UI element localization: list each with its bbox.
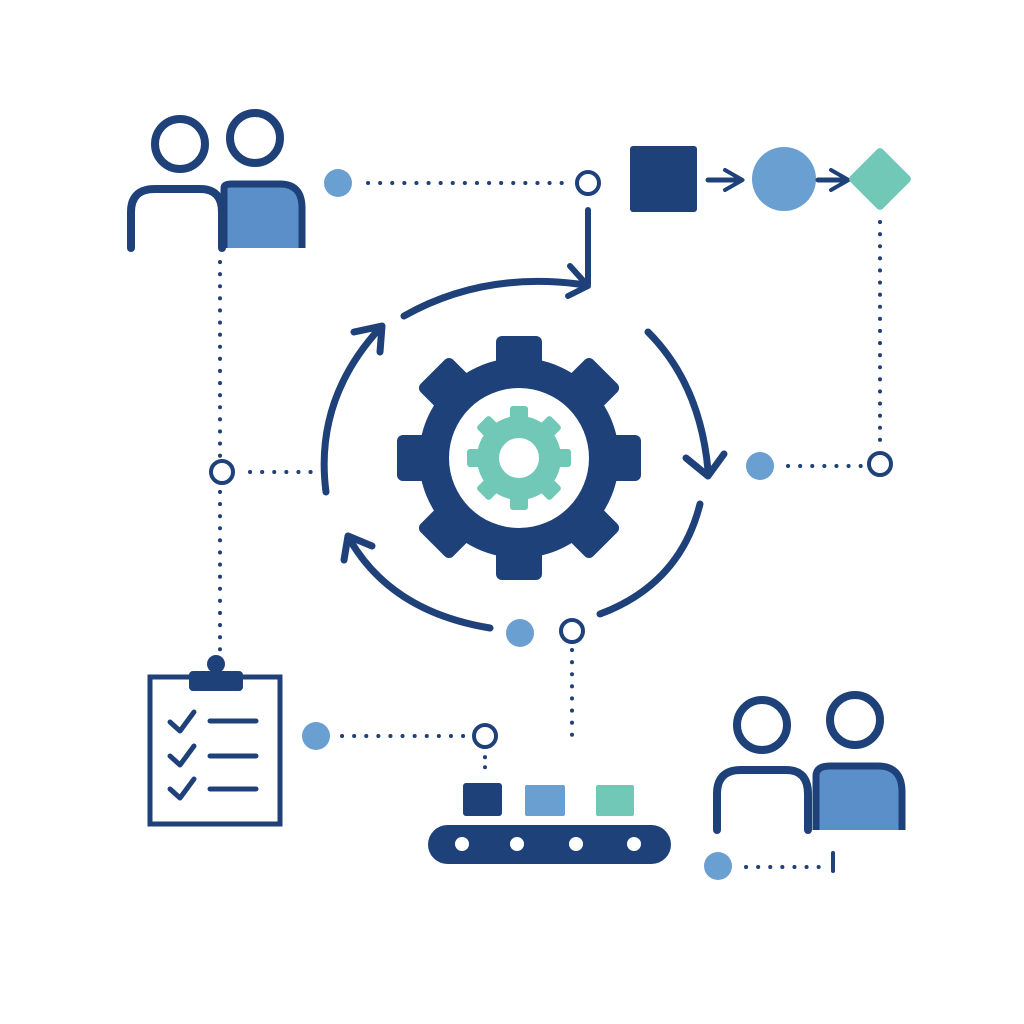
- flow-diamond-icon: [849, 148, 911, 210]
- node-dots: [209, 169, 893, 880]
- cycle-arrowhead-left-icon: [350, 322, 386, 356]
- clipboard-checklist-icon: [147, 655, 283, 827]
- node-dot-filled: [704, 852, 732, 880]
- cycle-arc-bottom-right: [596, 500, 704, 618]
- node-dot-filled: [746, 452, 774, 480]
- team-bottom-right-people-icon: [713, 691, 906, 834]
- conveyor-box-navy: [463, 783, 502, 816]
- flow-circle-icon: [752, 147, 816, 211]
- conveyor-belt: [428, 825, 671, 864]
- node-dot-filled: [302, 722, 330, 750]
- cycle-arc-bottom-left: [346, 536, 494, 632]
- node-dot-open: [867, 451, 893, 477]
- cycle-arrows: [320, 277, 728, 632]
- cycle-arc-top: [400, 277, 582, 320]
- flow-sequence: [630, 146, 911, 212]
- node-dot-open: [575, 170, 601, 196]
- cycle-arrowhead-bottom-left-icon: [340, 532, 376, 564]
- node-dot-open: [472, 723, 498, 749]
- cycle-arc-left: [320, 324, 384, 496]
- check-icon: [167, 709, 197, 734]
- conveyor-belt-icon: [428, 745, 671, 864]
- node-dot-filled: [324, 169, 352, 197]
- cycle-arc-right: [644, 328, 712, 474]
- node-dot-filled: [506, 619, 534, 647]
- conveyor-box-blue: [525, 785, 565, 816]
- check-icon: [167, 776, 197, 801]
- cycle-arrowhead-right-icon: [682, 450, 728, 480]
- conveyor-box-teal: [596, 785, 634, 816]
- node-dot-open: [209, 459, 235, 485]
- entry-arrowhead-icon: [565, 263, 591, 299]
- flow-square-icon: [630, 146, 697, 212]
- inner-gear-icon: [467, 406, 571, 510]
- check-icon: [167, 743, 197, 768]
- team-top-left-people-icon: [127, 109, 306, 252]
- node-dot-open: [559, 618, 585, 644]
- connectors: [218, 181, 882, 869]
